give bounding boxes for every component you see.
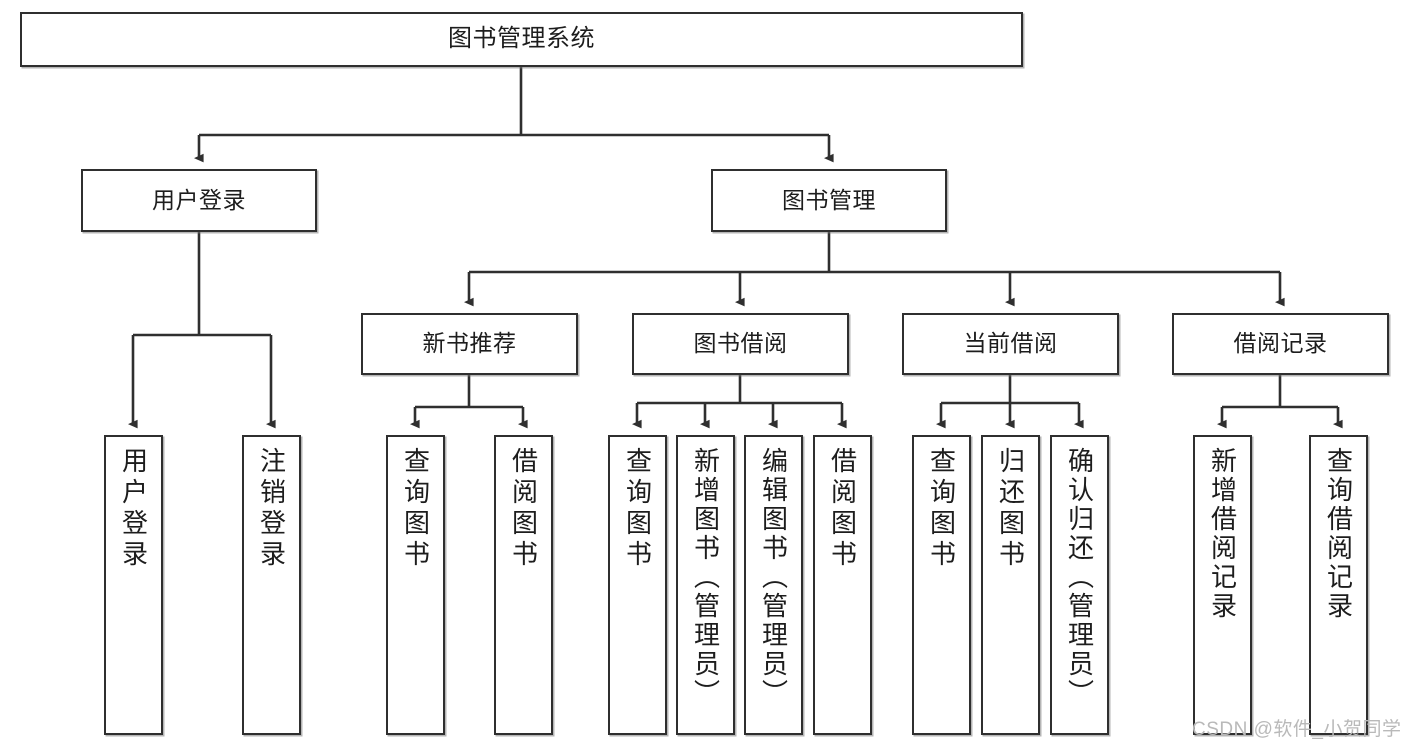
node-label: 注销登录 — [256, 447, 287, 571]
node-leaf-add-book[interactable]: 新增图书（管理员） — [676, 435, 735, 735]
node-label: 查询图书 — [622, 447, 653, 571]
node-leaf-user-logout[interactable]: 注销登录 — [242, 435, 301, 735]
node-leaf-edit-book[interactable]: 编辑图书（管理员） — [744, 435, 803, 735]
node-book-borrow[interactable]: 图书借阅 — [632, 313, 849, 375]
node-label: 借阅记录 — [1233, 330, 1328, 357]
node-leaf-borrow-book-2[interactable]: 借阅图书 — [813, 435, 872, 735]
node-leaf-query-book-2[interactable]: 查询图书 — [608, 435, 667, 735]
node-label: 用户登录 — [118, 447, 149, 571]
node-label: 新增借阅记录 — [1207, 447, 1238, 621]
node-leaf-borrow-book-1[interactable]: 借阅图书 — [494, 435, 553, 735]
node-label: 确认归还（管理员） — [1064, 447, 1095, 708]
node-label: 新书推荐 — [422, 330, 517, 357]
node-label: 查询图书 — [400, 447, 431, 571]
node-label: 图书借阅 — [693, 330, 788, 357]
node-label: 当前借阅 — [963, 330, 1058, 357]
node-root-book-management-system[interactable]: 图书管理系统 — [20, 12, 1023, 67]
node-label: 查询借阅记录 — [1323, 447, 1354, 621]
node-label: 图书管理系统 — [448, 25, 595, 53]
node-label: 借阅图书 — [508, 447, 539, 571]
node-label: 查询图书 — [926, 447, 957, 571]
node-book-management[interactable]: 图书管理 — [711, 169, 947, 232]
node-leaf-confirm-return[interactable]: 确认归还（管理员） — [1050, 435, 1109, 735]
node-leaf-query-book-3[interactable]: 查询图书 — [912, 435, 971, 735]
node-label: 新增图书（管理员） — [690, 447, 721, 708]
node-label: 归还图书 — [995, 447, 1026, 571]
node-borrow-record[interactable]: 借阅记录 — [1172, 313, 1389, 375]
node-leaf-query-record[interactable]: 查询借阅记录 — [1309, 435, 1368, 735]
node-leaf-return-book[interactable]: 归还图书 — [981, 435, 1040, 735]
node-leaf-add-record[interactable]: 新增借阅记录 — [1193, 435, 1252, 735]
node-leaf-user-login[interactable]: 用户登录 — [104, 435, 163, 735]
node-new-book-recommend[interactable]: 新书推荐 — [361, 313, 578, 375]
node-label: 借阅图书 — [827, 447, 858, 571]
node-label: 用户登录 — [152, 186, 246, 213]
node-leaf-query-book-1[interactable]: 查询图书 — [386, 435, 445, 735]
node-current-borrow[interactable]: 当前借阅 — [902, 313, 1119, 375]
node-label: 图书管理 — [782, 186, 876, 213]
node-user-login[interactable]: 用户登录 — [81, 169, 317, 232]
node-label: 编辑图书（管理员） — [758, 447, 789, 708]
